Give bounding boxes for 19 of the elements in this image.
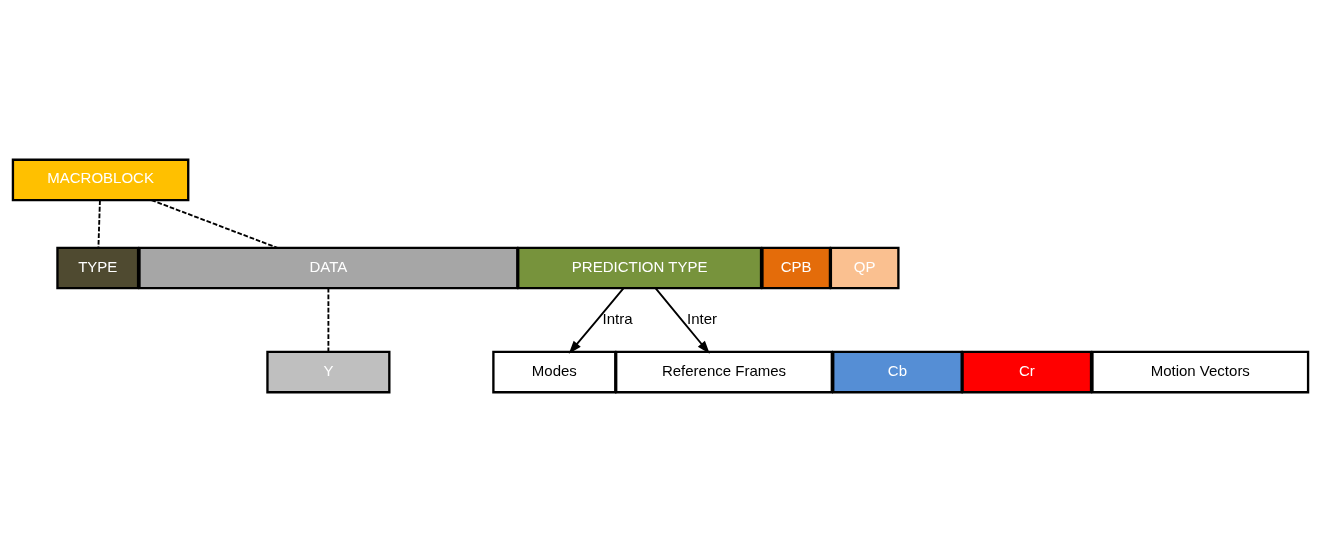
- node-box: DATA: [138, 246, 519, 290]
- node-box: QP: [829, 246, 900, 290]
- connector: [150, 199, 279, 249]
- node-box: MACROBLOCK: [11, 158, 190, 202]
- node-box: Motion Vectors: [1091, 350, 1310, 394]
- node-box: CPB: [761, 246, 832, 290]
- node-box: Y: [266, 350, 391, 394]
- node-box: Cr: [961, 350, 1093, 394]
- edge-label: Inter: [686, 309, 717, 327]
- node-box: PREDICTION TYPE: [517, 246, 763, 290]
- node-box: Modes: [492, 350, 617, 394]
- arrow: [654, 287, 710, 354]
- connector: [97, 199, 101, 249]
- node-box: TYPE: [56, 246, 140, 290]
- node-box: Cb: [832, 350, 963, 394]
- arrow: [568, 287, 625, 354]
- connector: [327, 287, 330, 353]
- edge-label: Intra: [602, 309, 633, 327]
- node-box: Reference Frames: [615, 350, 833, 394]
